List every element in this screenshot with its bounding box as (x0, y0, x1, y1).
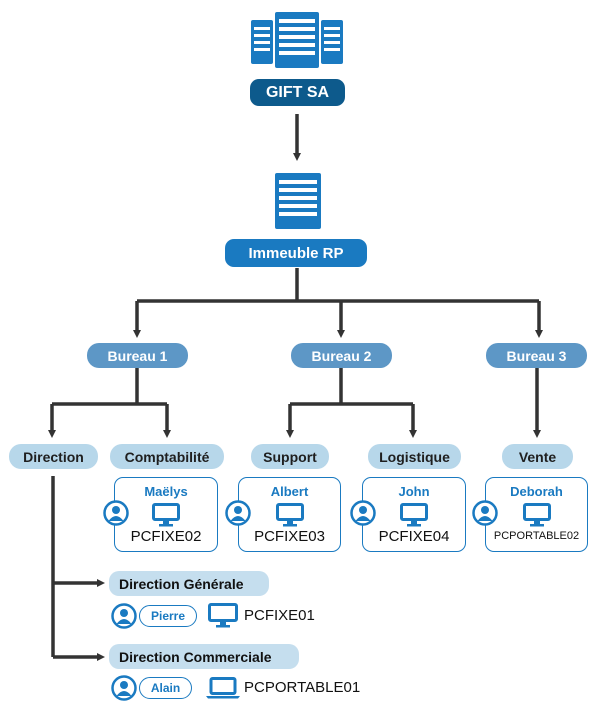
pc-name: PCFIXE04 (378, 528, 450, 545)
pc-name: PCFIXE02 (130, 528, 202, 545)
office-node-3: Bureau 3 (486, 343, 587, 368)
user-name: John (398, 484, 430, 499)
user-chip: Alain (139, 677, 192, 699)
pc-name: PCPORTABLE01 (244, 679, 361, 696)
service-logistique: Logistique (368, 444, 461, 469)
service-comptabilite: Comptabilité (110, 444, 224, 469)
service-direction: Direction (9, 444, 98, 469)
user-name: Deborah (510, 484, 563, 499)
workstation-card: Albert PCFIXE03 (238, 477, 341, 552)
user-name: Maëlys (144, 484, 188, 499)
user-icon (350, 500, 376, 526)
service-vente: Vente (502, 444, 573, 469)
desktop-icon (400, 503, 428, 527)
desktop-icon (208, 603, 238, 628)
user-icon (225, 500, 251, 526)
user-icon (103, 500, 129, 526)
office-node-2: Bureau 2 (291, 343, 392, 368)
building-icon (275, 173, 321, 229)
workstation-card: Maëlys PCFIXE02 (114, 477, 218, 552)
desktop-icon (152, 503, 180, 527)
office-node-1: Bureau 1 (87, 343, 188, 368)
buildings-icon (251, 12, 343, 68)
building-node: Immeuble RP (225, 239, 367, 267)
desktop-icon (275, 503, 304, 527)
company-node: GIFT SA (250, 79, 345, 106)
user-icon (111, 603, 137, 629)
user-chip: Pierre (139, 605, 197, 627)
user-icon (472, 500, 498, 526)
pc-name: PCFIXE03 (254, 528, 325, 545)
pc-name: PCFIXE01 (244, 607, 315, 624)
user-icon (111, 675, 137, 701)
subdirection-generale: Direction Générale (109, 571, 269, 596)
user-name: Albert (270, 484, 309, 499)
laptop-icon (206, 677, 240, 699)
subdirection-commerciale: Direction Commerciale (109, 644, 299, 669)
workstation-card: Deborah PCPORTABLE02 (485, 477, 588, 552)
workstation-card: John PCFIXE04 (362, 477, 466, 552)
pc-name: PCPORTABLE02 (493, 530, 580, 542)
service-support: Support (251, 444, 329, 469)
desktop-icon (522, 503, 551, 527)
